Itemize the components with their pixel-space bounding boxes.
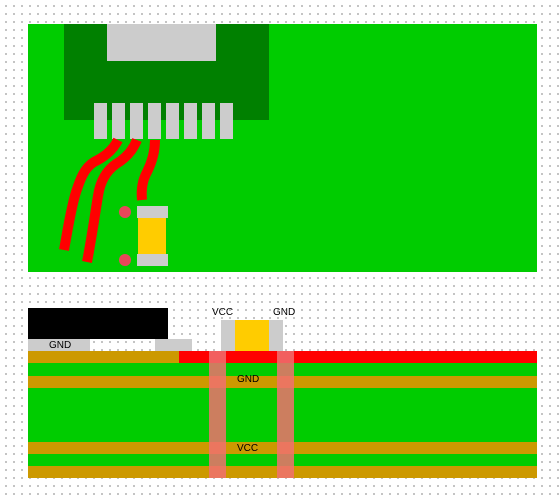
traces	[59, 137, 160, 263]
cross-section-ic-pad-right	[155, 339, 192, 351]
top-view-capacitor	[137, 206, 168, 266]
cross-section-trace	[179, 351, 537, 363]
ic-pin-5	[166, 103, 179, 139]
via-top	[119, 206, 131, 218]
ic-pin-3	[130, 103, 143, 139]
cross-section-ic-pad-left	[28, 339, 90, 351]
trace-1	[59, 137, 123, 251]
vcc-plane-label: VCC	[237, 443, 259, 454]
cross-section-view	[28, 308, 537, 478]
capacitor-pad-top	[137, 206, 168, 218]
ic-pin-4	[148, 103, 161, 139]
capacitor-pad-bottom	[137, 254, 168, 266]
ic-pin-7	[202, 103, 215, 139]
trace-2	[82, 137, 142, 263]
trace-3	[136, 139, 160, 201]
cross-section-capacitor-body	[235, 320, 269, 351]
cross-section-ic-body	[28, 308, 168, 339]
via-bottom	[119, 254, 131, 266]
ic-pin-8	[220, 103, 233, 139]
cross-section-capacitor-pad-right	[269, 320, 283, 351]
gnd-plane-label: GND	[237, 374, 260, 385]
ic-pad-gnd-label: GND	[49, 340, 72, 351]
ic-pin-2	[112, 103, 125, 139]
capacitor-gnd-pin-label: GND	[273, 307, 296, 318]
capacitor-body	[138, 214, 166, 258]
via-barrel-gnd	[277, 351, 294, 478]
via-barrel-vcc	[209, 351, 226, 478]
ic-pin-6	[184, 103, 197, 139]
ic-thermal-tab	[107, 24, 216, 61]
cross-section-capacitor-pad-left	[221, 320, 235, 351]
top-view	[28, 24, 537, 272]
capacitor-vcc-pin-label: VCC	[212, 307, 234, 318]
ic-pin-1	[94, 103, 107, 139]
ic-pins	[94, 103, 233, 139]
